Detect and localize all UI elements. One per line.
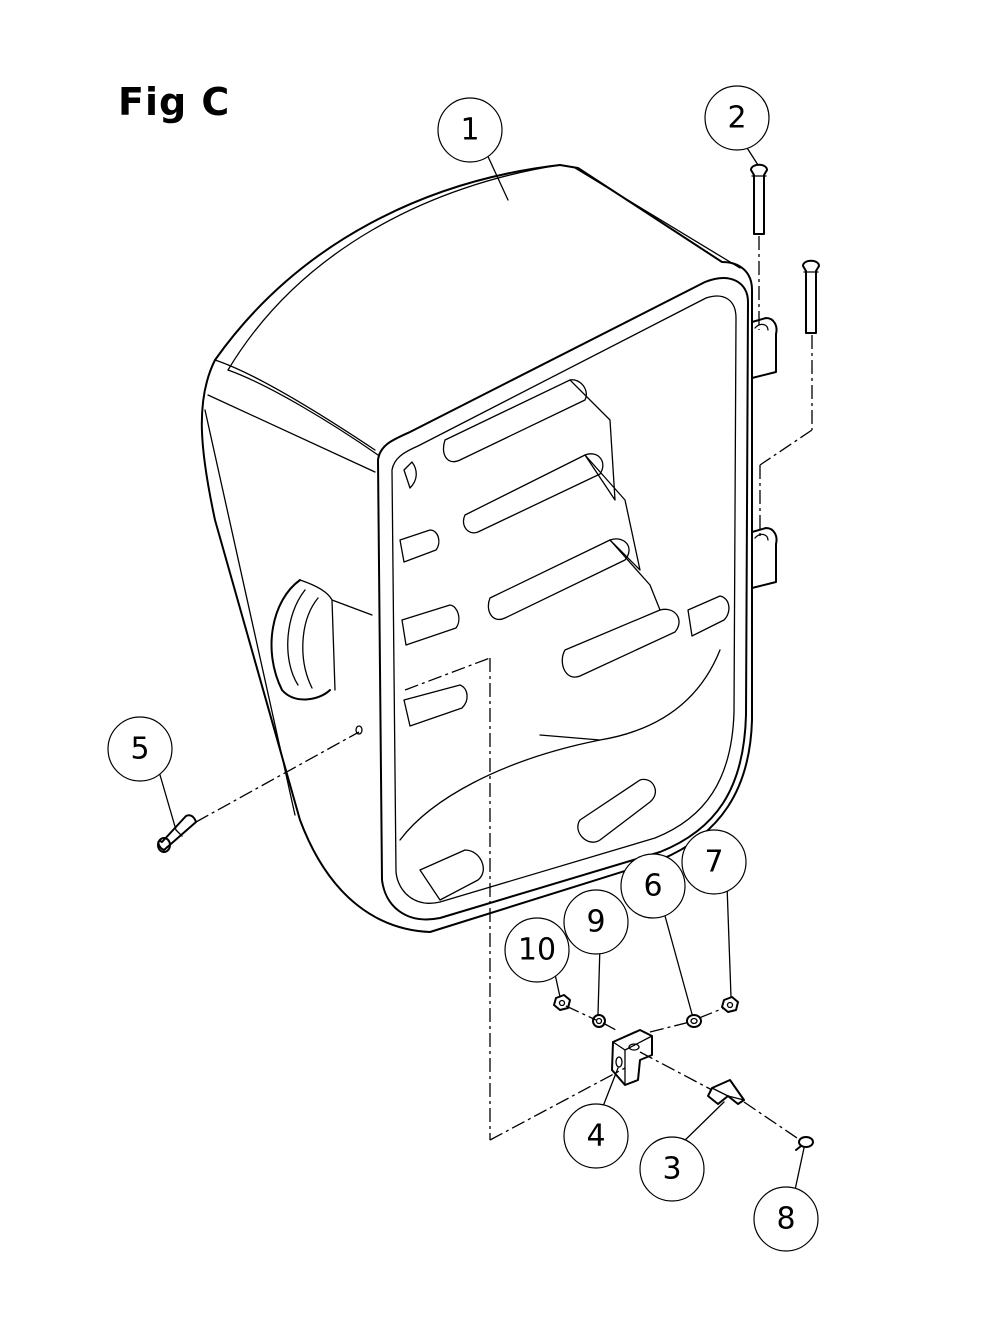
- callout-10-label: 10: [518, 933, 556, 968]
- callout-4-label: 4: [586, 1119, 605, 1154]
- latch-bracket: [611, 1029, 653, 1086]
- callout-2-label: 2: [727, 101, 746, 136]
- callout-10: 10: [504, 917, 570, 983]
- assembly-lines: [195, 236, 813, 1141]
- callout-2: 2: [704, 85, 770, 151]
- callout-4: 4: [563, 1103, 629, 1169]
- callout-8: 8: [753, 1186, 819, 1252]
- washer-6: [686, 1014, 702, 1028]
- callout-9: 9: [563, 889, 629, 955]
- figure-title: Fig C: [118, 80, 231, 124]
- washer-9: [592, 1014, 606, 1028]
- callout-6-label: 6: [643, 869, 662, 904]
- nut-7: [721, 996, 739, 1013]
- callout-9-label: 9: [586, 905, 605, 940]
- callout-7: 7: [681, 829, 747, 895]
- hinge-pin-lower: [802, 259, 820, 334]
- callout-5-label: 5: [130, 732, 149, 767]
- side-screw: [157, 814, 197, 853]
- callout-1-label: 1: [460, 113, 479, 148]
- callout-6: 6: [620, 853, 686, 919]
- callout-8-label: 8: [776, 1202, 795, 1237]
- callout-5: 5: [107, 716, 173, 782]
- housing-cover: [200, 164, 778, 933]
- latch-screw: [795, 1136, 814, 1151]
- nut-10: [553, 994, 571, 1011]
- callout-3: 3: [639, 1136, 705, 1202]
- callout-1: 1: [437, 97, 503, 163]
- callout-7-label: 7: [704, 845, 723, 880]
- callout-3-label: 3: [662, 1152, 681, 1187]
- hinge-pin-upper: [750, 163, 768, 235]
- latch-clip: [707, 1079, 745, 1105]
